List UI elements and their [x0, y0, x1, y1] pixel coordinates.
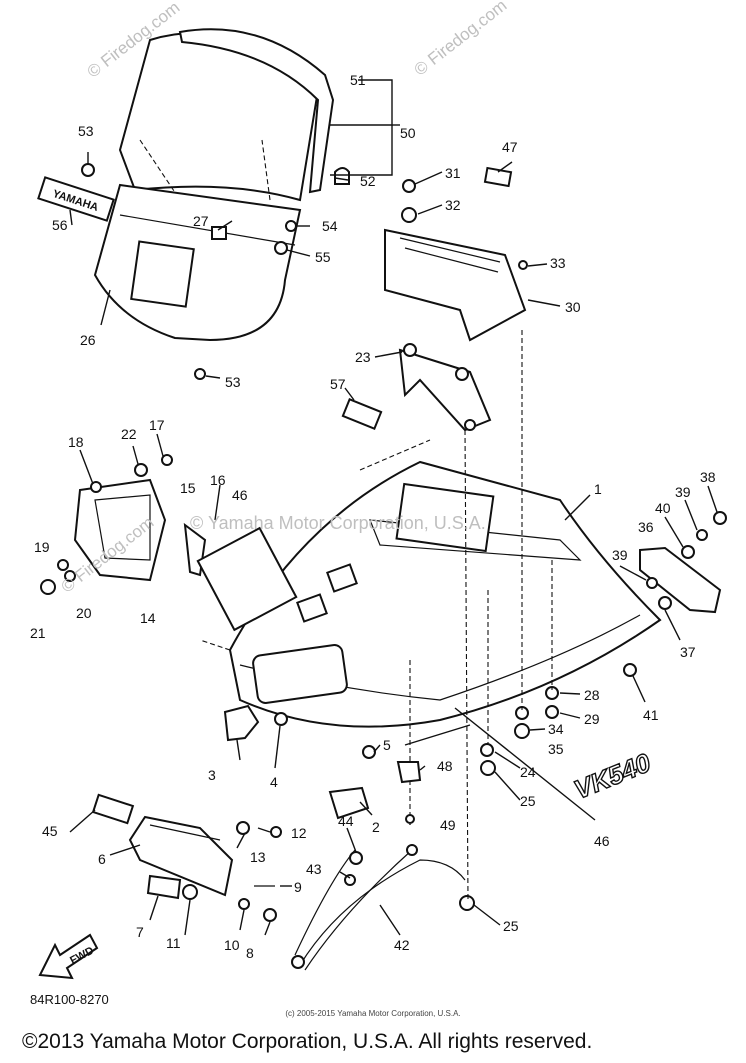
callout-11: 11 — [166, 935, 181, 951]
callout-18: 18 — [68, 434, 84, 450]
callout-50: 50 — [400, 125, 416, 141]
callout-51: 51 — [350, 72, 366, 88]
front-brackets — [223, 704, 422, 824]
callout-36: 36 — [638, 519, 654, 535]
callout-23: 23 — [355, 349, 371, 365]
callout-53-lower: 53 — [225, 374, 241, 390]
callout-8: 8 — [246, 945, 254, 961]
callout-40: 40 — [655, 500, 671, 516]
callout-31: 31 — [445, 165, 461, 181]
yamaha-decal: YAMAHA — [37, 176, 115, 222]
callout-1: 1 — [594, 481, 602, 497]
dash-console — [384, 166, 528, 342]
callout-39-lower: 39 — [612, 547, 628, 563]
windshield — [118, 28, 335, 202]
callout-47: 47 — [502, 139, 518, 155]
callout-19: 19 — [34, 539, 50, 555]
side-trim — [623, 511, 727, 677]
cables — [291, 844, 466, 971]
bracket — [398, 343, 492, 432]
footer-main-copyright: ©2013 Yamaha Motor Corporation, U.S.A. A… — [22, 1030, 593, 1053]
windshield-fasteners — [81, 163, 350, 380]
callout-15: 15 — [180, 480, 196, 496]
callout-48: 48 — [437, 758, 453, 774]
callout-20: 20 — [76, 605, 92, 621]
callout-27: 27 — [193, 213, 209, 229]
callout-34: 34 — [548, 721, 564, 737]
callout-49: 49 — [440, 817, 456, 833]
watermark-middle: © Yamaha Motor Corporation, U.S.A. — [190, 513, 486, 533]
callout-44: 44 — [338, 813, 354, 829]
plate — [341, 397, 383, 431]
callout-7: 7 — [136, 924, 144, 940]
windshield-panel — [93, 183, 302, 342]
callout-16: 16 — [210, 472, 226, 488]
callout-55: 55 — [315, 249, 331, 265]
callout-25-lower: 25 — [503, 918, 519, 934]
callout-4: 4 — [270, 774, 278, 790]
front-trim — [91, 793, 282, 922]
callout-14: 14 — [140, 610, 156, 626]
callout-17: 17 — [149, 417, 165, 433]
callout-32: 32 — [445, 197, 461, 213]
callout-29: 29 — [584, 711, 600, 727]
callout-3: 3 — [208, 767, 216, 783]
callout-39: 39 — [675, 484, 691, 500]
callout-46-left: 46 — [232, 487, 248, 503]
callout-13: 13 — [250, 849, 266, 865]
callout-2: 2 — [372, 819, 380, 835]
vk540-decal-text: VK540 — [570, 747, 655, 805]
callout-46-right: 46 — [594, 833, 610, 849]
callout-26: 26 — [80, 332, 96, 348]
callout-37: 37 — [680, 644, 696, 660]
callout-labels: 51 50 53 52 31 32 47 54 55 33 30 27 56 2… — [30, 72, 716, 961]
hood-fasteners — [409, 330, 559, 911]
callout-21: 21 — [30, 625, 46, 641]
callout-24: 24 — [520, 764, 536, 780]
decal-strip — [196, 526, 298, 632]
callout-35: 35 — [548, 741, 564, 757]
callout-9: 9 — [294, 879, 302, 895]
callout-6: 6 — [98, 851, 106, 867]
callout-38: 38 — [700, 469, 716, 485]
callout-54: 54 — [322, 218, 338, 234]
callout-42: 42 — [394, 937, 410, 953]
callout-57: 57 — [330, 376, 346, 392]
callout-22: 22 — [121, 426, 137, 442]
fwd-arrow: FWD — [38, 933, 99, 980]
callout-10: 10 — [224, 937, 240, 953]
callout-53: 53 — [78, 123, 94, 139]
leader-lines — [69, 79, 718, 936]
callout-41: 41 — [643, 707, 659, 723]
headlight-assembly — [40, 454, 207, 595]
callout-33: 33 — [550, 255, 566, 271]
callout-45: 45 — [42, 823, 58, 839]
callout-56: 56 — [52, 217, 68, 233]
footer-small-copyright: (c) 2005-2015 Yamaha Motor Corporation, … — [285, 1009, 461, 1018]
callout-25: 25 — [520, 793, 536, 809]
callout-12: 12 — [291, 825, 307, 841]
callout-43: 43 — [306, 861, 322, 877]
callout-52: 52 — [360, 173, 376, 189]
callout-28: 28 — [584, 687, 600, 703]
diagram-code: 84R100-8270 — [30, 992, 109, 1007]
callout-30: 30 — [565, 299, 581, 315]
callout-5: 5 — [383, 737, 391, 753]
